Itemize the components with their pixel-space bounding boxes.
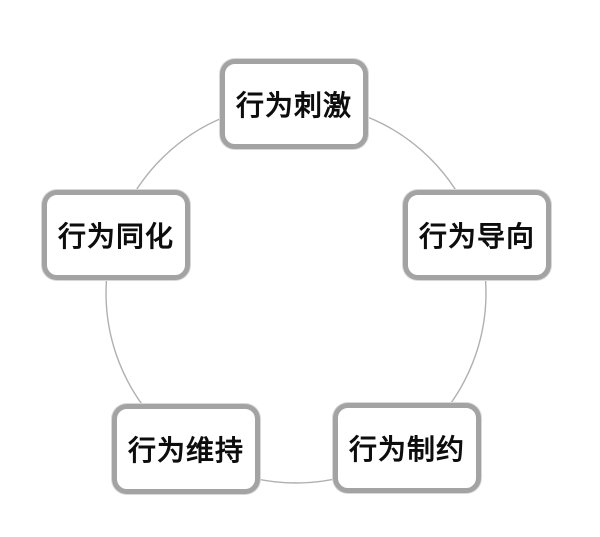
node-behavior-constraint: 行为制约	[333, 403, 481, 493]
node-behavior-assimilation-label: 行为同化	[57, 222, 174, 253]
node-behavior-orientation: 行为导向	[403, 190, 551, 280]
node-behavior-assimilation: 行为同化	[42, 190, 190, 280]
node-behavior-stimulus-label: 行为刺激	[235, 91, 352, 122]
node-behavior-orientation-label: 行为导向	[418, 222, 535, 253]
node-behavior-maintenance: 行为维持	[112, 404, 260, 494]
node-behavior-stimulus: 行为刺激	[220, 59, 368, 149]
node-behavior-constraint-label: 行为制约	[348, 435, 465, 466]
node-behavior-maintenance-label: 行为维持	[127, 436, 244, 467]
